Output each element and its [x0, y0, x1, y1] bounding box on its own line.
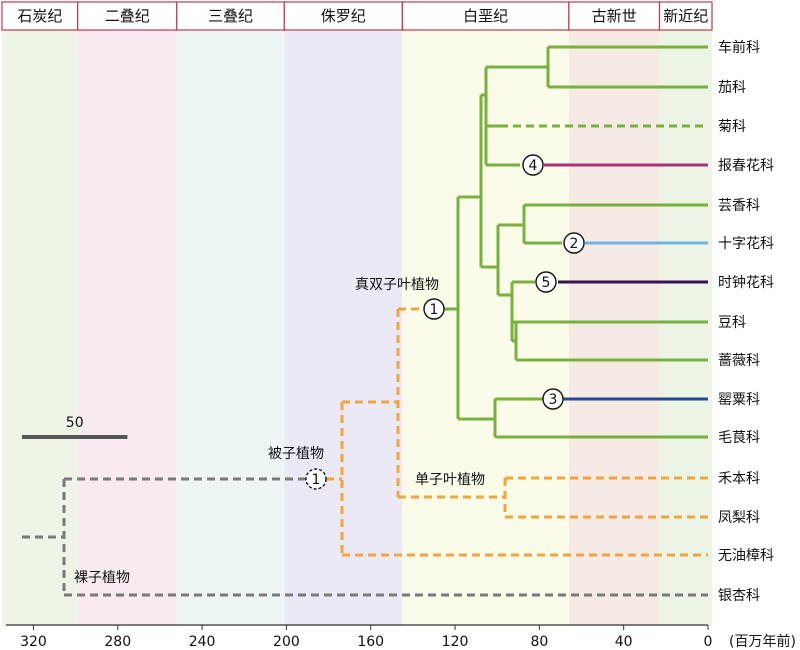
marker-number: 5: [542, 275, 551, 291]
period-band-carboniferous: [2, 30, 78, 626]
taxon-label: 豆科: [718, 315, 746, 331]
taxon-label: 时钟花科: [718, 274, 774, 291]
period-bands: [2, 30, 712, 626]
time-axis-unit: (百万年前): [729, 633, 796, 650]
taxon-label: 芸香科: [718, 198, 760, 214]
period-header-cell: [176, 1, 285, 31]
time-axis-tick-label: 0: [704, 634, 713, 650]
taxon-label: 报春花科: [718, 158, 774, 174]
period-label: 侏罗纪: [321, 7, 366, 25]
marker-number: 4: [529, 158, 538, 174]
period-label: 三叠纪: [208, 7, 253, 25]
period-header-cell: [401, 1, 570, 31]
time-axis-tick-label: 80: [530, 634, 548, 650]
period-band-permian: [77, 30, 177, 626]
period-band-neogene: [659, 30, 712, 626]
time-axis-tick-label: 160: [357, 634, 384, 650]
period-header: 石炭纪 二叠纪 三叠纪 侏罗纪 白垩纪 古新世 新近纪: [1, 1, 713, 31]
period-band-paleogene: [568, 30, 660, 626]
taxon-label: 罂粟科: [718, 392, 760, 408]
marker-number: 2: [570, 236, 579, 252]
angiosperm-branches: [326, 307, 708, 557]
marker-circle: [542, 388, 564, 410]
time-axis-tick-label: 320: [20, 634, 47, 650]
clade-labels: 真双子叶植物 被子植物 单子叶植物 裸子植物: [74, 277, 485, 586]
angiosperm-clade-label: 被子植物: [268, 446, 324, 462]
taxon-label: 银杏科: [718, 588, 760, 604]
period-header-cell: [568, 1, 661, 31]
time-axis-tick-label: 40: [615, 634, 633, 650]
period-label: 二叠纪: [105, 7, 150, 25]
eudicot-clade-label: 真双子叶植物: [355, 277, 439, 293]
time-axis-ticks: 320 280 240 200 160 120 80 40 0: [20, 625, 712, 650]
scale-bar: 50: [22, 415, 128, 439]
time-axis-tick-label: 280: [104, 634, 131, 650]
marker-number: 1: [430, 302, 439, 318]
marker-circle: [535, 271, 557, 293]
marker-circle: [563, 232, 585, 254]
taxon-label: 菊科: [718, 119, 746, 135]
period-band-triassic: [176, 30, 285, 626]
monocot-clade-label: 单子叶植物: [415, 472, 485, 488]
taxon-label: 凤梨科: [718, 510, 760, 526]
taxon-label: 茄科: [718, 79, 746, 96]
period-header-cell: [658, 1, 713, 31]
taxon-label: 车前科: [718, 39, 760, 56]
taxon-label: 毛茛科: [718, 430, 760, 446]
marker-number: 3: [549, 392, 558, 408]
period-label: 白垩纪: [463, 7, 508, 25]
period-header-cell: [283, 1, 403, 31]
taxon-label: 禾本科: [718, 471, 760, 487]
marker-circle: [423, 298, 445, 320]
time-axis-tick-label: 200: [273, 634, 300, 650]
period-label: 石炭纪: [17, 7, 62, 25]
period-label: 古新世: [592, 7, 637, 25]
period-label: 新近纪: [663, 7, 708, 25]
eudicot-branches: [444, 45, 708, 439]
gymnosperm-clade-label: 裸子植物: [74, 570, 130, 586]
taxon-label: 十字花科: [718, 236, 774, 252]
event-markers: 1 1 2 3 4 5: [305, 154, 585, 490]
marker-circle: [522, 154, 544, 176]
period-header-cell: [77, 1, 178, 31]
time-axis-tick-label: 120: [442, 634, 469, 650]
time-axis: 320 280 240 200 160 120 80 40 0 (百万年前): [6, 624, 796, 650]
scale-bar-label: 50: [66, 415, 84, 431]
taxon-labels: 车前科 茄科 菊科 报春花科 芸香科 十字花科 时钟花科 豆科 蔷薇科 罂粟科 …: [718, 39, 774, 604]
taxon-label: 无油樟科: [718, 547, 774, 564]
gymnosperm-branches: [22, 477, 708, 597]
marker-number: 1: [312, 472, 321, 488]
taxon-label: 蔷薇科: [718, 353, 760, 369]
time-axis-tick-label: 240: [189, 634, 216, 650]
marker-circle: [305, 468, 327, 490]
